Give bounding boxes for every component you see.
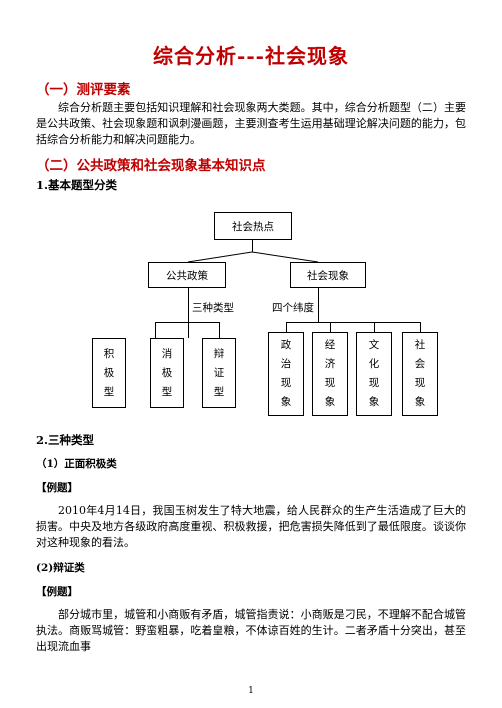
subheading-three-types: 2.三种类型 — [36, 433, 95, 447]
example-label-1: 【例题】 — [36, 482, 78, 494]
type-heading-dialectical: (2)辩证类 — [36, 562, 85, 574]
page-title: 综合分析---社会现象 — [153, 44, 349, 68]
connector-line — [155, 322, 156, 338]
type-box-positive: 积 极 型 — [92, 338, 126, 408]
connector-line — [286, 322, 420, 323]
connector-line — [188, 288, 189, 322]
subheading-question-types: 1.基本题型分类 — [36, 178, 118, 192]
type-heading-positive: （1）正面积极类 — [36, 458, 117, 470]
connector-line — [219, 322, 220, 338]
evaluation-paragraph: 综合分析题主要包括知识理解和社会现象两大类题。其中，综合分析题型（二）主要是公共… — [36, 101, 466, 146]
section-heading-knowledge: （二）公共政策和社会现象基本知识点 — [36, 158, 266, 174]
dimension-box-political: 政 治 现 象 — [268, 332, 304, 416]
connector-line — [420, 322, 421, 332]
connector-line — [318, 288, 319, 322]
diagram-public-policy-box: 公共政策 — [148, 262, 226, 288]
dimension-box-cultural: 文 化 现 象 — [356, 332, 392, 416]
connector-line — [155, 322, 219, 323]
example-text-1: 2010年4月14日，我国玉树发生了特大地震，给人民群众的生产生活造成了巨大的损… — [36, 504, 466, 549]
diagram-root-box: 社会热点 — [214, 212, 292, 240]
branch-line-left — [187, 251, 253, 263]
diagram-social-phenomenon-box: 社会现象 — [290, 262, 366, 288]
page-number: 1 — [248, 686, 254, 696]
branch-line-right — [251, 251, 319, 263]
example-label-2: 【例题】 — [36, 586, 78, 598]
type-box-dialectical: 辩 证 型 — [202, 338, 236, 408]
connector-line — [286, 322, 287, 332]
section-heading-evaluation: （一）测评要素 — [36, 82, 131, 98]
example-text-2: 部分城市里，城管和小商贩有矛盾，城管指责说：小商贩是刁民，不理解不配合城管执法。… — [36, 608, 466, 653]
connector-line — [188, 322, 189, 338]
connector-line — [374, 322, 375, 332]
dimension-box-social: 社 会 现 象 — [402, 332, 438, 416]
label-four-dimensions: 四个纬度 — [272, 302, 314, 314]
type-box-negative: 消 极 型 — [150, 338, 184, 408]
connector-line — [330, 322, 331, 332]
dimension-box-economic: 经 济 现 象 — [312, 332, 348, 416]
label-three-types: 三种类型 — [192, 302, 234, 314]
connector-line — [252, 240, 253, 252]
